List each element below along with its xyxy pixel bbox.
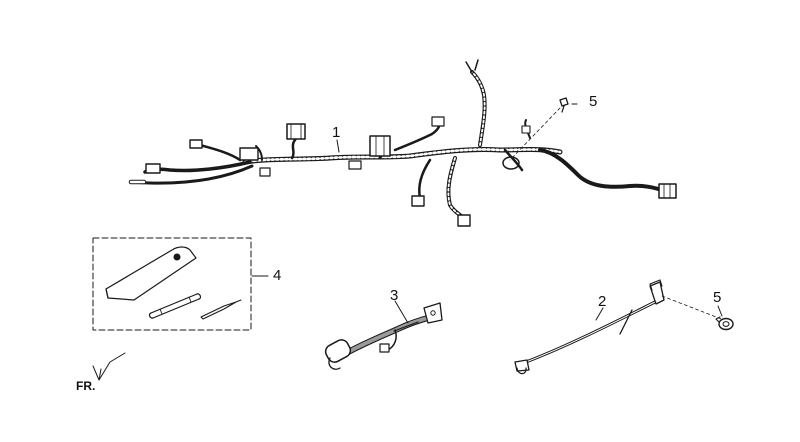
clip-part-upper bbox=[509, 97, 569, 161]
callout-1: 1 bbox=[332, 124, 341, 141]
front-direction-label: FR. bbox=[76, 379, 96, 393]
callout-2: 2 bbox=[598, 293, 607, 310]
callout-3: 3 bbox=[390, 287, 399, 304]
clip-part-lower bbox=[715, 316, 734, 331]
callout-4: 4 bbox=[273, 267, 282, 284]
main-wiring-harness bbox=[128, 59, 677, 227]
wire-lead-part-3 bbox=[324, 302, 443, 370]
front-direction-arrow bbox=[92, 352, 126, 381]
tool-kit-box bbox=[92, 237, 252, 331]
callout-5-lower: 5 bbox=[713, 289, 722, 306]
callout-leaders bbox=[251, 103, 723, 324]
callout-5-upper: 5 bbox=[589, 93, 598, 110]
wire-lead-part-2 bbox=[514, 279, 725, 375]
